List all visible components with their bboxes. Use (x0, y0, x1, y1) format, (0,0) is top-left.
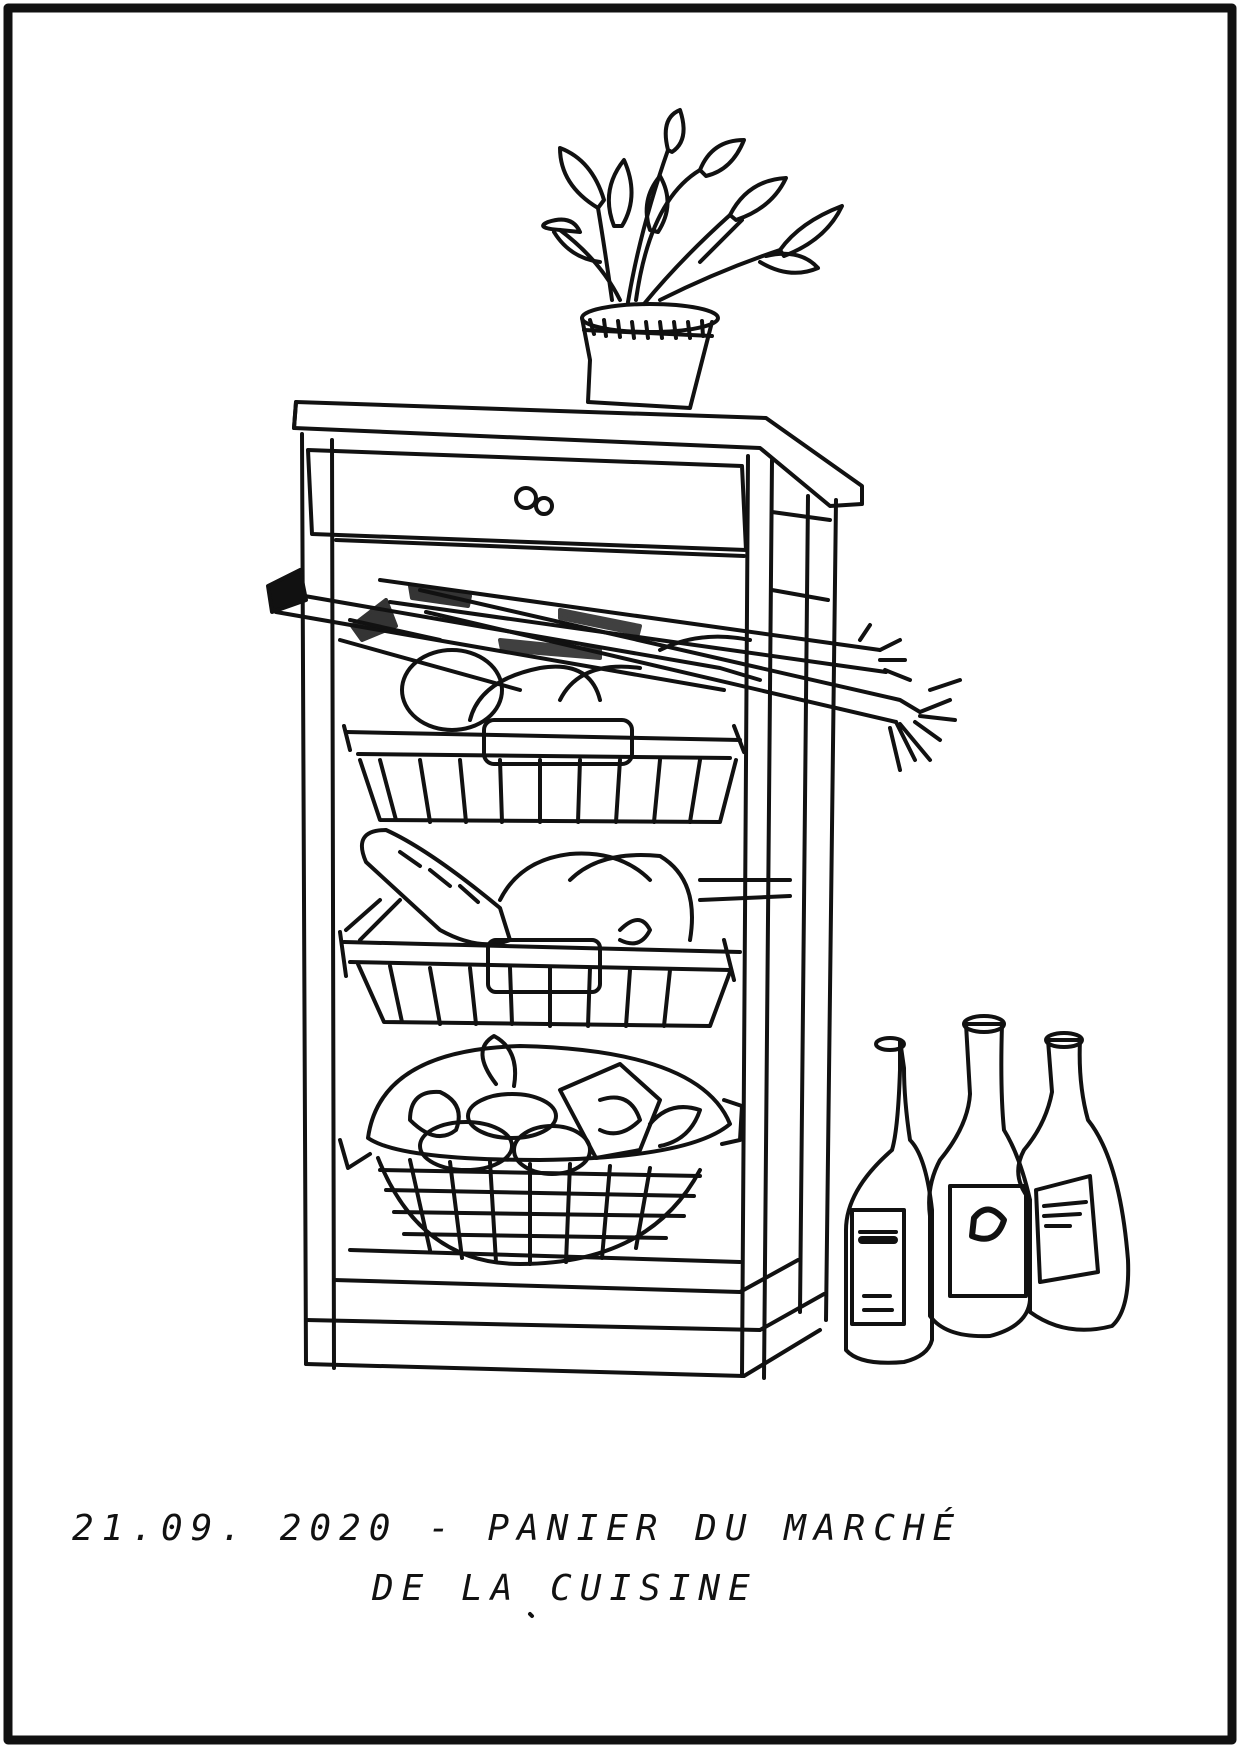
wine-bottle-icon (927, 1014, 1032, 1339)
plant-pot-icon (541, 108, 844, 410)
ink-speck (528, 1612, 534, 1618)
wire-basket-icon (338, 878, 792, 1028)
caption-line-2: DE LA CUISINE (372, 1568, 758, 1609)
wire-basket-icon (342, 648, 746, 824)
leek-icon (266, 568, 962, 772)
wicker-basket-icon (338, 1034, 744, 1266)
page-border (3, 3, 1237, 1745)
caption-line-1: 21.09. 2020 - PANIER DU MARCHÉ (72, 1508, 963, 1549)
kitchen-trolley-icon (292, 400, 864, 1380)
baguette-icon (344, 828, 694, 947)
wine-bottle-icon (844, 1036, 934, 1365)
wine-bottle-icon (1016, 1031, 1131, 1332)
